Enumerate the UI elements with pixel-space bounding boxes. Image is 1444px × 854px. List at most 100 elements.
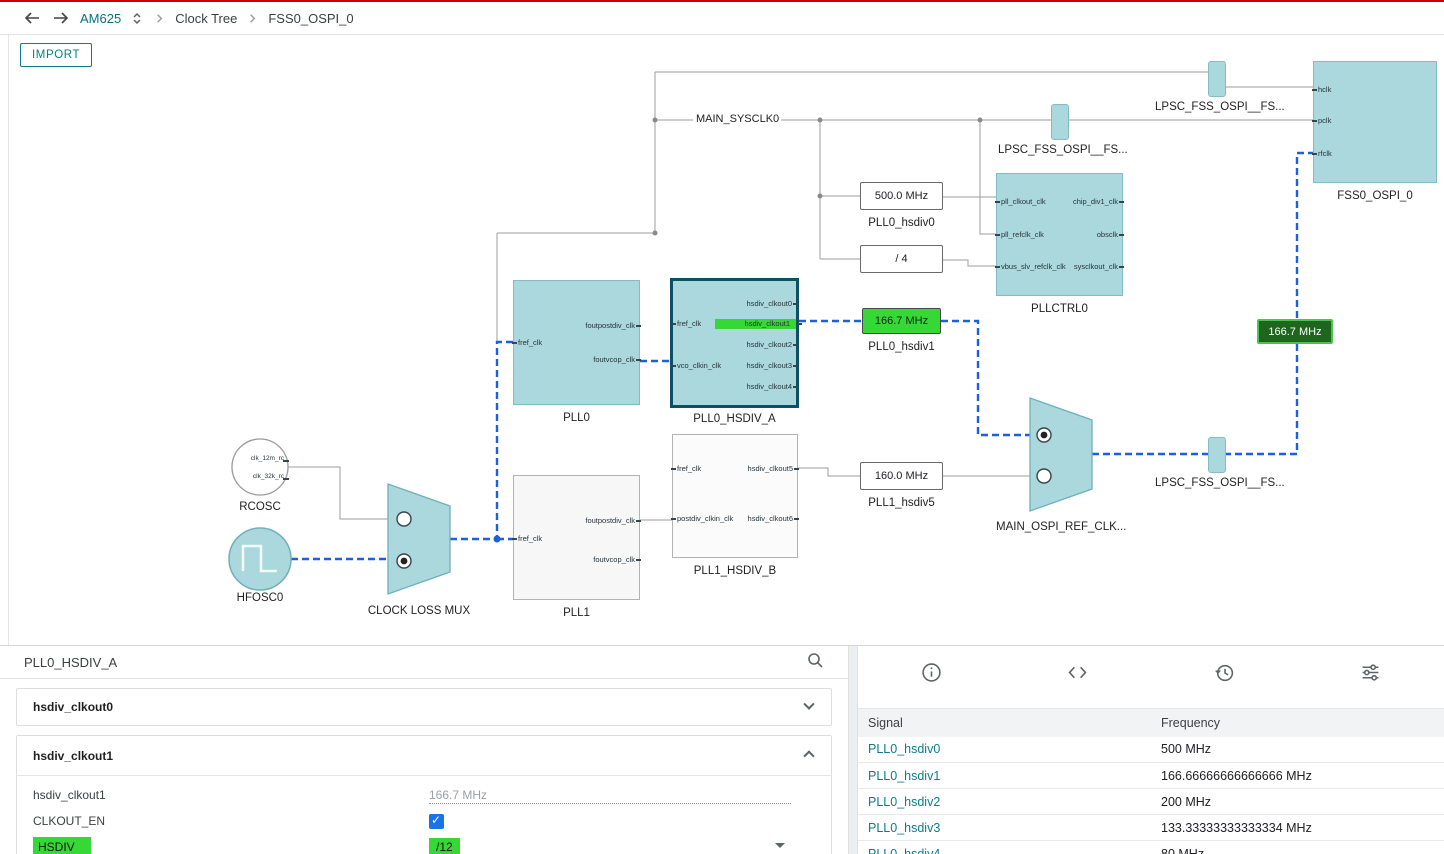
clock-loss-mux-radio-0[interactable] [396, 511, 412, 527]
port-fref-clk: fref_clk [670, 319, 702, 328]
main-ospi-mux-shape[interactable] [1029, 397, 1093, 512]
wire-junction-dots [652, 117, 983, 236]
div4-value-box[interactable]: / 4 [860, 245, 943, 273]
signal-link[interactable]: PLL0_hsdiv2 [868, 794, 941, 809]
lpsc-block-mid[interactable] [1051, 104, 1069, 140]
clkout-en-checkbox[interactable] [429, 813, 444, 829]
port-foutpostdiv-clk: foutpostdiv_clk [585, 321, 641, 330]
pll0-hsdiv-a-block[interactable]: fref_clk vco_clkin_clk hsdiv_clkout0 hsd… [670, 278, 803, 408]
accordion-hsdiv-clkout0: hsdiv_clkout0 [16, 688, 832, 726]
accordion-title: hsdiv_clkout1 [33, 748, 114, 763]
lpsc-mid-label: LPSC_FSS_OSPI__FS... [998, 144, 1128, 156]
pllctrl0-label: PLLCTRL0 [1031, 303, 1088, 315]
signal-link[interactable]: PLL0_hsdiv3 [868, 820, 941, 835]
pll1-label: PLL1 [563, 607, 590, 619]
accordion-header-hsdiv-clkout1[interactable]: hsdiv_clkout1 [17, 736, 831, 776]
port-hsdiv-clkout2: hsdiv_clkout2 [746, 340, 799, 349]
pll0-hsdiv1-box-label: PLL0_hsdiv1 [868, 341, 935, 353]
port-vco-clkin-clk: vco_clkin_clk [670, 361, 722, 370]
code-icon[interactable] [1005, 662, 1152, 683]
pll0-hsdiv0-value-box[interactable]: 500.0 MHz [860, 182, 943, 210]
pll0-hsdiv-a-label: PLL0_HSDIV_A [693, 413, 776, 425]
back-arrow-icon[interactable] [22, 8, 42, 28]
chevron-up-icon [803, 749, 815, 762]
frequency-value: 500 MHz [1151, 736, 1444, 763]
column-header-signal: Signal [858, 708, 1151, 737]
pll1-hsdiv5-value-box[interactable]: 160.0 MHz [860, 462, 943, 490]
breadcrumb-separator-icon [246, 12, 259, 25]
breadcrumb-page[interactable]: FSS0_OSPI_0 [268, 10, 354, 26]
port-sysclkout-clk: sysclkout_clk [1073, 262, 1125, 271]
port-clk-12m-rc: clk_12m_rc [250, 455, 284, 462]
table-row: PLL0_hsdiv1 166.66666666666666 MHz [858, 762, 1444, 789]
lpsc-bottom-label: LPSC_FSS_OSPI__FS... [1155, 477, 1285, 489]
table-row: PLL0_hsdiv3 133.33333333333334 MHz [858, 814, 1444, 841]
hsdiv-value-highlight: /12 [429, 837, 460, 854]
clock-loss-mux-label: CLOCK LOSS MUX [367, 605, 471, 617]
pll1-block[interactable]: fref_clk foutpostdiv_clk foutvcop_clk [511, 475, 641, 600]
hsdiv-label: HSDIV [33, 837, 429, 854]
pll1-hsdiv-b-block[interactable]: fref_clk postdiv_clkin_clk hsdiv_clkout5… [670, 434, 800, 558]
table-row: PLL0_hsdiv2 200 MHz [858, 788, 1444, 815]
search-icon[interactable] [807, 652, 824, 672]
signal-link[interactable]: PLL0_hsdiv4 [868, 846, 941, 854]
port-foutvcop-clk: foutvcop_clk [593, 355, 641, 364]
pllctrl0-block[interactable]: pll_clkout_clk pll_refclk_clk vbus_slv_r… [995, 173, 1125, 296]
signals-panel: Signal Frequency PLL0_hsdiv0 500 MHz PLL… [858, 646, 1444, 854]
fss0-ospi-0-block[interactable]: hclk pclk rfclk [1311, 61, 1437, 183]
port-hsdiv-clkout1-highlighted[interactable]: hsdiv_clkout1 [714, 319, 803, 329]
port-hsdiv-clkout4: hsdiv_clkout4 [746, 382, 799, 391]
frequency-readout: 166.7 MHz [429, 787, 488, 802]
rcosc-shape[interactable] [231, 438, 289, 496]
frequency-value: 200 MHz [1151, 788, 1444, 815]
pll0-hsdiv1-value-box[interactable]: 166.7 MHz [862, 308, 941, 334]
wire-layer-gray [288, 71, 1313, 521]
signal-link[interactable]: PLL0_hsdiv1 [868, 768, 941, 783]
clock-loss-mux-radio-1-dot [400, 557, 408, 565]
accordion-header-hsdiv-clkout0[interactable]: hsdiv_clkout0 [17, 689, 831, 725]
history-icon[interactable] [1151, 662, 1298, 683]
clock-tree-canvas: IMPORT [0, 35, 1444, 645]
main-ospi-mux-radio-1[interactable] [1036, 468, 1052, 484]
frequency-value: 133.33333333333334 MHz [1151, 814, 1444, 841]
forward-arrow-icon[interactable] [51, 8, 71, 28]
pll1-hsdiv-b-label: PLL1_HSDIV_B [693, 565, 777, 577]
clock-loss-mux-shape[interactable] [387, 483, 451, 595]
lpsc-block-top[interactable] [1208, 61, 1226, 97]
active-path-junction-dot [493, 535, 501, 543]
accordion-hsdiv-clkout1: hsdiv_clkout1 hsdiv_clkout1 166.7 MHz CL… [16, 735, 832, 854]
pll0-block[interactable]: fref_clk foutpostdiv_clk foutvcop_clk [511, 280, 641, 405]
breadcrumb-clock-tree[interactable]: Clock Tree [175, 10, 238, 26]
lpsc-block-bottom[interactable] [1208, 437, 1226, 473]
breadcrumb-device[interactable]: AM625 [80, 10, 122, 26]
tune-icon[interactable] [1298, 662, 1444, 683]
port-hsdiv-clkout3: hsdiv_clkout3 [746, 361, 799, 370]
pll1-hsdiv5-box-label: PLL1_hsdiv5 [868, 497, 935, 509]
chevron-down-icon [803, 698, 815, 710]
port-chip-div1-clk: chip_div1_clk [1072, 197, 1125, 206]
port-hsdiv-clkout6: hsdiv_clkout6 [747, 514, 800, 523]
clkout-en-label: CLKOUT_EN [33, 814, 106, 828]
main-ospi-mux-label: MAIN_OSPI_REF_CLK... [996, 521, 1127, 533]
accordion-title: hsdiv_clkout0 [33, 700, 114, 714]
pll0-hsdiv0-box-label: PLL0_hsdiv0 [868, 217, 935, 229]
import-button[interactable]: IMPORT [20, 43, 93, 67]
signal-frequency-table: Signal Frequency PLL0_hsdiv0 500 MHz PLL… [858, 708, 1444, 854]
port-pclk: pclk [1311, 116, 1332, 125]
port-clk-32k-rc: clk_32k_rc [252, 473, 284, 480]
table-row: PLL0_hsdiv4 80 MHz [858, 840, 1444, 854]
dropdown-arrow-icon[interactable] [775, 842, 785, 848]
signal-link[interactable]: PLL0_hsdiv0 [868, 742, 941, 757]
port-pll-clkout-clk: pll_clkout_clk [995, 197, 1046, 206]
info-icon[interactable] [858, 662, 1005, 683]
port-postdiv-clkin-clk: postdiv_clkin_clk [670, 514, 734, 523]
inspector-panel: PLL0_HSDIV_A hsdiv_clkout0 hsdiv_clkout1 [0, 646, 848, 854]
main-sysclk0-label: MAIN_SYSCLK0 [693, 113, 781, 125]
hsdiv-dropdown[interactable]: /12 [429, 837, 791, 854]
frequency-value: 166.66666666666666 MHz [1151, 762, 1444, 789]
port-fref-clk: fref_clk [670, 464, 702, 473]
port-pll-refclk-clk: pll_refclk_clk [995, 230, 1044, 239]
port-rfclk: rfclk [1312, 149, 1332, 158]
device-switch-icon[interactable] [130, 11, 144, 26]
hsdiv-label-highlight: HSDIV [33, 837, 91, 854]
